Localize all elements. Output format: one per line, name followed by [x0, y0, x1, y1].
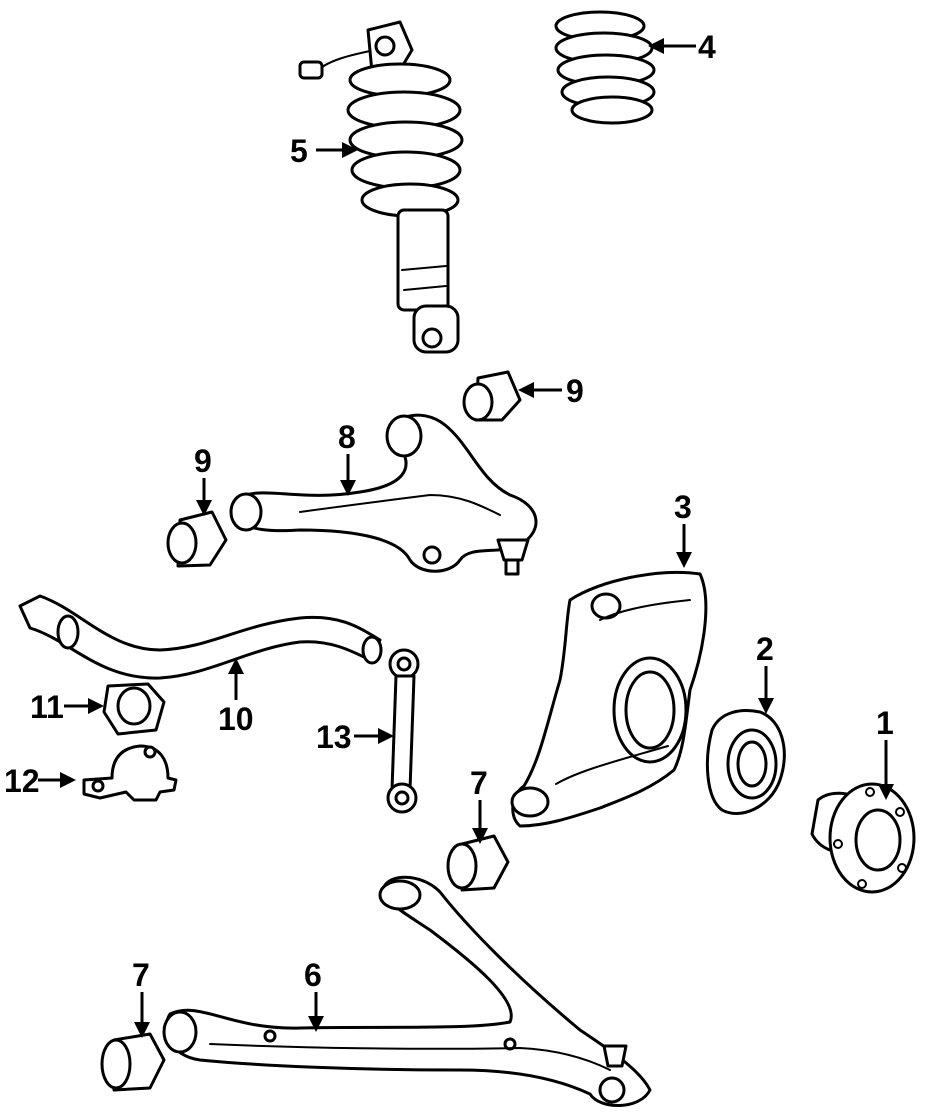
stabilizer-bar-bracket[interactable] [82, 744, 178, 802]
stabilizer-link[interactable] [386, 648, 420, 814]
callout-7-bottom: 7 [132, 957, 150, 993]
callout-12: 12 [4, 763, 40, 799]
coil-over-shock-absorber[interactable] [298, 20, 464, 354]
callout-7-mid: 7 [470, 765, 488, 801]
coil-spring[interactable] [554, 10, 656, 125]
callout-arrows [38, 38, 894, 1038]
wheel-hub[interactable] [810, 782, 916, 894]
callout-9-left: 9 [194, 443, 212, 479]
callout-3: 3 [674, 489, 692, 525]
callout-5: 5 [290, 133, 308, 169]
upper-arm-bushing-left[interactable] [166, 510, 228, 568]
upper-control-arm[interactable] [229, 413, 538, 576]
callout-11: 11 [30, 689, 64, 725]
wheel-bearing[interactable] [705, 709, 786, 815]
callout-10: 10 [218, 701, 254, 737]
lower-control-arm[interactable] [162, 875, 652, 1107]
callout-9-top: 9 [566, 373, 584, 409]
callout-6: 6 [304, 957, 322, 993]
callout-13: 13 [316, 719, 352, 755]
upper-arm-bushing-top[interactable] [462, 370, 522, 422]
callout-4: 4 [698, 29, 716, 65]
control-arm-bushing-mid[interactable] [446, 834, 510, 892]
control-arm-bushing-bottom[interactable] [100, 1032, 166, 1092]
stabilizer-bar-bushing[interactable] [102, 682, 166, 736]
callout-2: 2 [756, 631, 774, 667]
steering-knuckle[interactable] [510, 570, 708, 828]
callout-8: 8 [338, 419, 356, 455]
stabilizer-bar[interactable] [18, 594, 383, 680]
callout-labels: 1 2 3 4 5 6 7 7 8 9 9 10 11 12 13 [4, 29, 894, 993]
callout-1: 1 [876, 705, 894, 741]
